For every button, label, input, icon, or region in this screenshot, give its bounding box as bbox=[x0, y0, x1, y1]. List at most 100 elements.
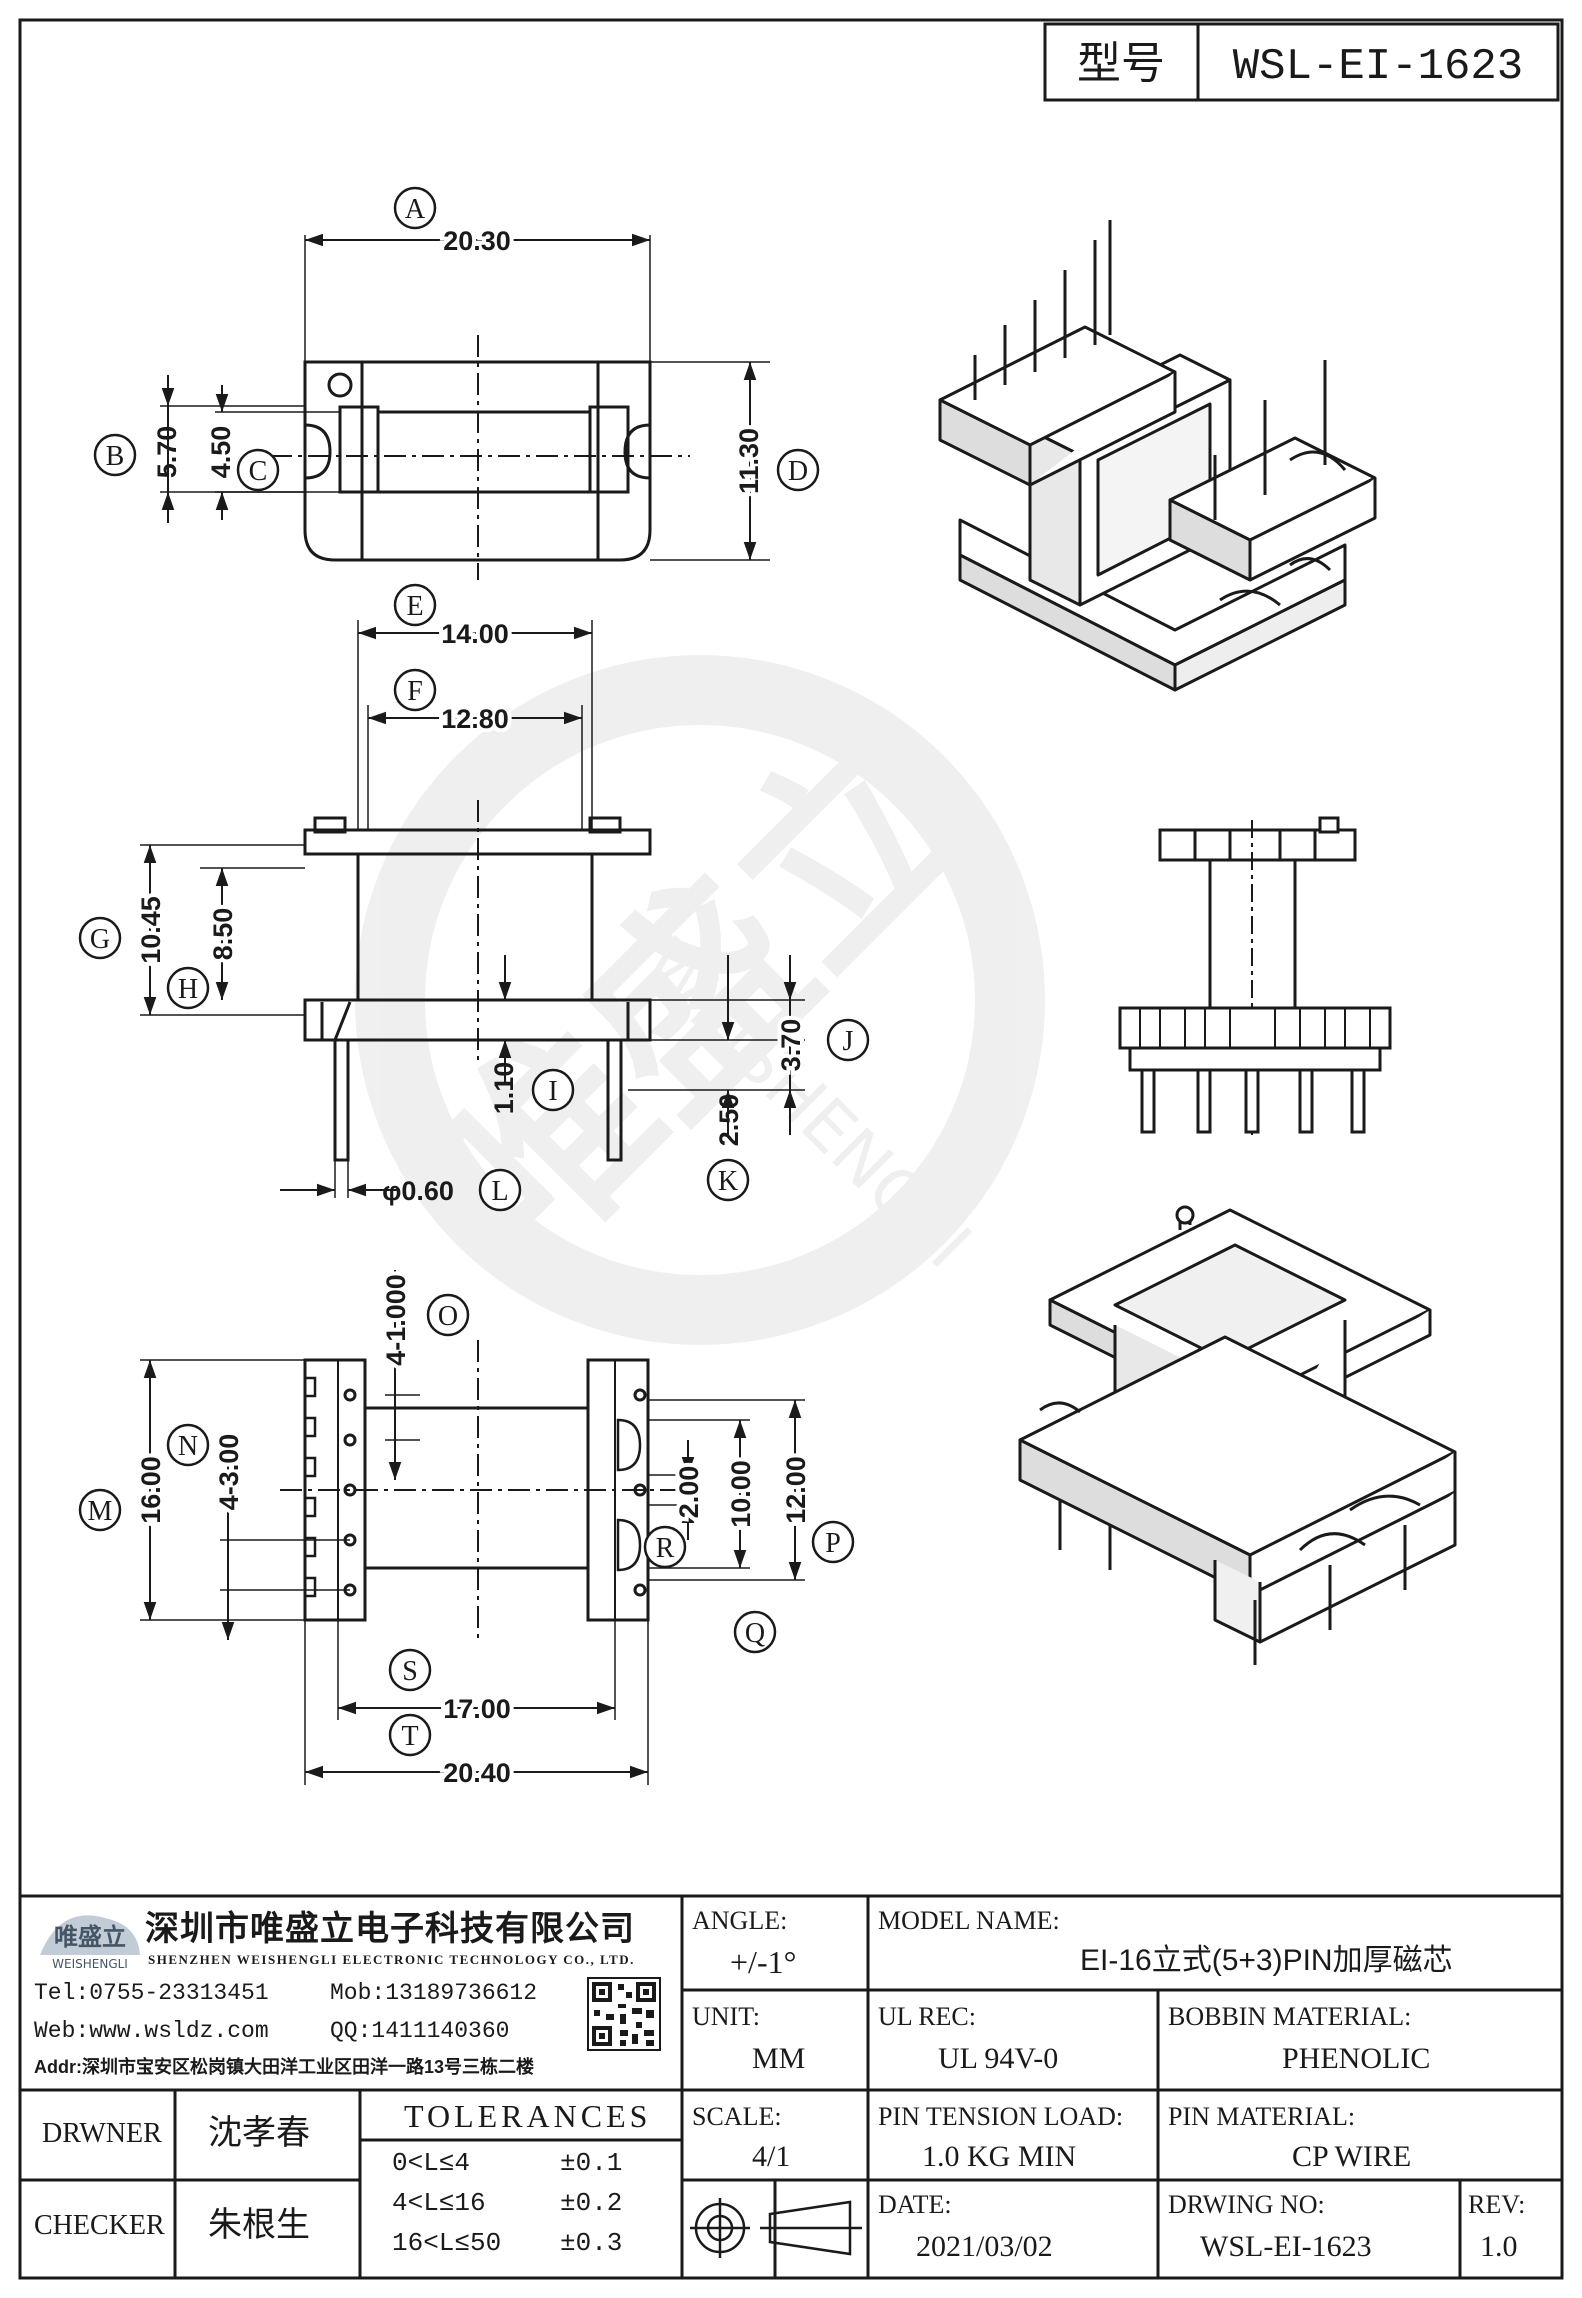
angle-value: +/-1° bbox=[730, 1944, 797, 1980]
marker-t: T bbox=[388, 1713, 432, 1757]
dim-k-value: 2.50 bbox=[714, 1094, 744, 1147]
model-name-label: MODEL NAME: bbox=[878, 1906, 1060, 1935]
marker-p: P bbox=[811, 1520, 855, 1564]
bottom-view-dims: 16.00 4-3.00 4-1.000 12.00 10.00 2.00 17… bbox=[132, 1270, 815, 1792]
svg-text:S: S bbox=[402, 1656, 418, 1687]
marker-s: S bbox=[388, 1648, 432, 1692]
unit-label: UNIT: bbox=[692, 2002, 761, 2031]
dim-b-value: 5.70 bbox=[152, 426, 182, 479]
drwing-no-label: DRWING NO: bbox=[1168, 2190, 1325, 2219]
rev-label: REV: bbox=[1468, 2190, 1526, 2219]
logo-english: WEISHENGLI bbox=[52, 1957, 128, 1971]
tolerance-range-1: 0<L≤4 bbox=[392, 2148, 471, 2178]
bobbin-material-label: BOBBIN MATERIAL: bbox=[1168, 2002, 1412, 2031]
tolerance-range-3: 16<L≤50 bbox=[392, 2228, 502, 2258]
marker-n: N bbox=[166, 1423, 210, 1467]
checker-value: 朱根生 bbox=[208, 2206, 310, 2244]
dim-g-value: 10.45 bbox=[136, 896, 166, 964]
dim-h-value: 8.50 bbox=[208, 908, 238, 961]
svg-text:G: G bbox=[90, 924, 110, 955]
svg-text:D: D bbox=[788, 456, 808, 487]
company-name-chinese: 深圳市唯盛立电子科技有限公司 bbox=[145, 1910, 635, 1948]
title-block-grid bbox=[20, 1894, 1562, 2278]
pin-material-value: CP WIRE bbox=[1292, 2140, 1412, 2173]
date-value: 2021/03/02 bbox=[916, 2230, 1053, 2263]
bobbin-material-value: PHENOLIC bbox=[1282, 2042, 1431, 2075]
angle-label: ANGLE: bbox=[692, 1906, 788, 1935]
top-view bbox=[160, 233, 770, 580]
projection-symbol bbox=[690, 2198, 862, 2258]
svg-text:I: I bbox=[548, 1076, 557, 1107]
marker-m: M bbox=[78, 1488, 122, 1532]
marker-h: H bbox=[166, 966, 210, 1010]
svg-text:E: E bbox=[406, 591, 423, 622]
tolerance-value-2: ±0.2 bbox=[560, 2188, 623, 2218]
dim-q-value: 10.00 bbox=[726, 1460, 756, 1528]
marker-q: Q bbox=[733, 1610, 777, 1654]
svg-text:B: B bbox=[106, 441, 125, 472]
dim-n-value: 4-3.00 bbox=[214, 1434, 244, 1511]
dim-f-value: 12.80 bbox=[441, 704, 509, 734]
dim-i-value: 1.10 bbox=[489, 1062, 519, 1115]
dim-r-value: 2.00 bbox=[674, 1466, 704, 1519]
dim-s-value: 17.00 bbox=[443, 1694, 511, 1724]
model-name-value: EI-16立式(5+3)PIN加厚磁芯 bbox=[1080, 1944, 1453, 1977]
dim-j-value: 3.70 bbox=[776, 1019, 806, 1072]
company-address: Addr:深圳市宝安区松岗镇大田洋工业区田洋一路13号三栋二楼 bbox=[34, 2057, 535, 2077]
date-label: DATE: bbox=[878, 2190, 952, 2219]
dim-t-value: 20.40 bbox=[443, 1758, 511, 1788]
tolerance-range-2: 4<L≤16 bbox=[392, 2188, 486, 2218]
svg-text:H: H bbox=[178, 974, 198, 1005]
bottom-view bbox=[140, 1270, 805, 1785]
dim-d-value: 11.30 bbox=[734, 428, 764, 494]
dim-m-value: 16.00 bbox=[136, 1456, 166, 1524]
marker-j: J bbox=[826, 1018, 870, 1062]
pin-material-label: PIN MATERIAL: bbox=[1168, 2102, 1356, 2131]
top-view-dims: 20.30 5.70 4.50 11.30 bbox=[152, 222, 768, 498]
svg-text:M: M bbox=[88, 1496, 113, 1527]
model-number: WSL-EI-1623 bbox=[1233, 42, 1523, 92]
svg-text:P: P bbox=[825, 1528, 841, 1559]
scale-value: 4/1 bbox=[752, 2140, 791, 2173]
svg-text:N: N bbox=[178, 1431, 198, 1462]
marker-k: K bbox=[706, 1158, 750, 1202]
pin-tension-label: PIN TENSION LOAD: bbox=[878, 2102, 1124, 2131]
tolerance-value-1: ±0.1 bbox=[560, 2148, 623, 2178]
isometric-view-bottom bbox=[1018, 1205, 1457, 1665]
dim-a-value: 20.30 bbox=[443, 226, 511, 256]
marker-c: C bbox=[236, 448, 280, 492]
front-view bbox=[140, 620, 805, 1198]
marker-a: A bbox=[393, 186, 437, 230]
dim-e-value: 14.00 bbox=[441, 619, 509, 649]
marker-l: L bbox=[478, 1168, 522, 1212]
model-header: 型号 WSL-EI-1623 bbox=[1043, 22, 1560, 102]
company-name-english: SHENZHEN WEISHENGLI ELECTRONIC TECHNOLOG… bbox=[148, 1952, 635, 1967]
front-view-dims: 14.00 12.80 10.45 8.50 1.10 3.70 2.50 φ0… bbox=[132, 615, 810, 1206]
svg-text:Q: Q bbox=[745, 1618, 765, 1649]
dim-c-value: 4.50 bbox=[206, 426, 236, 479]
checker-label: CHECKER bbox=[34, 2210, 165, 2241]
drwner-label: DRWNER bbox=[42, 2118, 162, 2149]
qr-code bbox=[587, 1977, 661, 2051]
scale-label: SCALE: bbox=[692, 2102, 782, 2131]
dim-o-value: 4-1.000 bbox=[381, 1274, 411, 1366]
isometric-view-top bbox=[938, 220, 1377, 692]
svg-text:C: C bbox=[249, 456, 268, 487]
svg-text:F: F bbox=[407, 676, 423, 707]
company-qq: QQ:1411140360 bbox=[330, 2018, 510, 2044]
drwing-no-value: WSL-EI-1623 bbox=[1200, 2230, 1372, 2263]
svg-text:K: K bbox=[718, 1166, 738, 1197]
svg-text:L: L bbox=[491, 1176, 508, 1207]
marker-b: B bbox=[93, 433, 137, 477]
marker-d: D bbox=[776, 448, 820, 492]
svg-text:A: A bbox=[405, 194, 426, 225]
dim-l-value: φ0.60 bbox=[382, 1176, 454, 1206]
marker-i: I bbox=[531, 1068, 575, 1112]
ul-rec-value: UL 94V-0 bbox=[938, 2042, 1059, 2075]
outer-border bbox=[18, 18, 1564, 2280]
unit-value: MM bbox=[752, 2042, 806, 2075]
dim-p-value: 12.00 bbox=[781, 1456, 811, 1524]
company-website: Web:www.wsldz.com bbox=[34, 2018, 269, 2044]
marker-e: E bbox=[393, 583, 437, 627]
svg-text:R: R bbox=[656, 1533, 675, 1564]
